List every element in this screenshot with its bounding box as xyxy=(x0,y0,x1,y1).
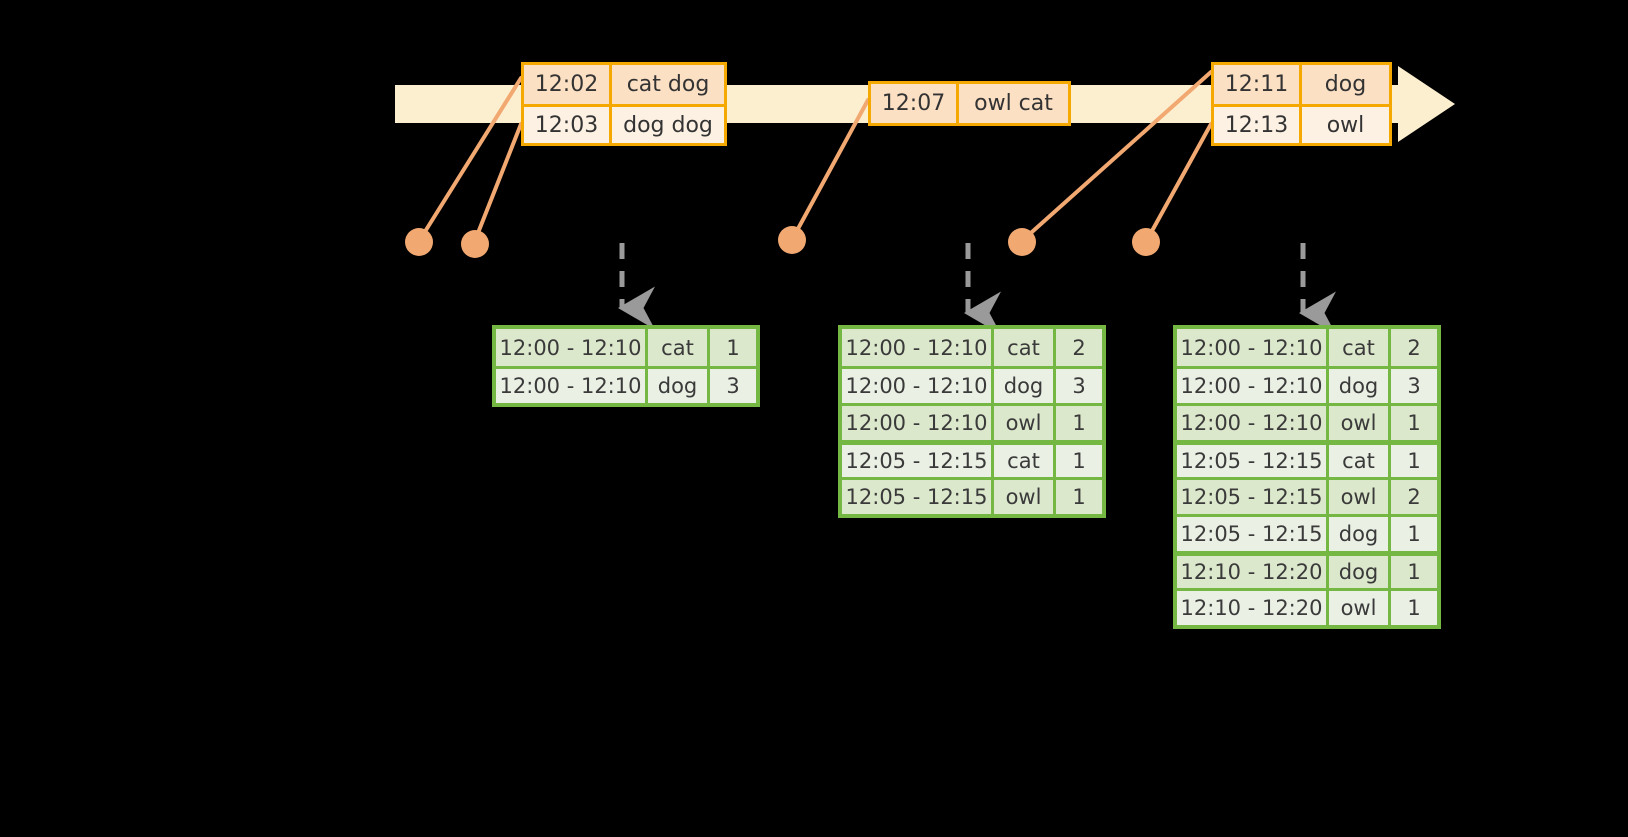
cell-window: 12:00 - 12:10 xyxy=(496,329,648,366)
connector-1207 xyxy=(791,98,870,240)
cell-count: 1 xyxy=(1391,588,1437,625)
connector-1203 xyxy=(474,122,523,240)
cell-count: 1 xyxy=(1391,514,1437,551)
cell-window: 12:00 - 12:10 xyxy=(1177,366,1329,403)
cell-window: 12:00 - 12:10 xyxy=(842,329,994,366)
cell-window: 12:00 - 12:10 xyxy=(842,366,994,403)
cell-window: 12:00 - 12:10 xyxy=(842,403,994,440)
cell-window: 12:00 - 12:10 xyxy=(496,366,648,403)
cell-word: dog xyxy=(1329,514,1391,551)
cell-count: 2 xyxy=(1391,329,1437,366)
connector-1213 xyxy=(1145,122,1213,242)
cell-window: 12:00 - 12:10 xyxy=(1177,329,1329,366)
cell-word: owl xyxy=(1329,588,1391,625)
cell-count: 1 xyxy=(1056,403,1102,440)
cell-count: 2 xyxy=(1056,329,1102,366)
event-time: 12:02 xyxy=(524,65,612,104)
events-group-1[interactable]: 12:02 cat dog 12:03 dog dog xyxy=(521,62,727,146)
cell-count: 1 xyxy=(1056,477,1102,514)
cell-window: 12:05 - 12:15 xyxy=(842,477,994,514)
event-row[interactable]: 12:07 owl cat xyxy=(871,84,1068,123)
event-row[interactable]: 12:11 dog xyxy=(1214,65,1389,104)
cell-count: 1 xyxy=(1391,440,1437,477)
event-marker-1211 xyxy=(1008,228,1036,256)
cell-word: owl xyxy=(994,477,1056,514)
event-time: 12:07 xyxy=(871,84,959,123)
cell-word: cat xyxy=(994,440,1056,477)
event-marker-1203 xyxy=(461,230,489,258)
cell-window: 12:10 - 12:20 xyxy=(1177,588,1329,625)
event-time: 12:11 xyxy=(1214,65,1302,104)
cell-count: 3 xyxy=(710,366,756,403)
cell-window: 12:10 - 12:20 xyxy=(1177,551,1329,588)
event-words: cat dog xyxy=(612,65,724,104)
cell-window: 12:05 - 12:15 xyxy=(1177,440,1329,477)
emit-arrows xyxy=(617,243,1336,335)
event-row[interactable]: 12:02 cat dog xyxy=(524,65,724,104)
cell-count: 1 xyxy=(1056,440,1102,477)
cell-count: 1 xyxy=(1391,403,1437,440)
event-marker-1213 xyxy=(1132,228,1160,256)
cell-count: 2 xyxy=(1391,477,1437,514)
cell-window: 12:05 - 12:15 xyxy=(1177,514,1329,551)
event-words: dog dog xyxy=(612,104,724,143)
cell-count: 1 xyxy=(710,329,756,366)
connector-1202 xyxy=(419,76,523,240)
events-group-3[interactable]: 12:11 dog 12:13 owl xyxy=(1211,62,1392,146)
event-row[interactable]: 12:03 dog dog xyxy=(524,104,724,143)
cell-count: 3 xyxy=(1391,366,1437,403)
cell-word: dog xyxy=(648,366,710,403)
cell-word: dog xyxy=(1329,366,1391,403)
cell-count: 3 xyxy=(1056,366,1102,403)
cell-word: cat xyxy=(1329,329,1391,366)
cell-word: dog xyxy=(994,366,1056,403)
cell-window: 12:00 - 12:10 xyxy=(1177,403,1329,440)
cell-window: 12:05 - 12:15 xyxy=(1177,477,1329,514)
event-time: 12:13 xyxy=(1214,104,1302,143)
cell-word: cat xyxy=(994,329,1056,366)
event-words: owl xyxy=(1302,104,1389,143)
cell-word: owl xyxy=(1329,477,1391,514)
events-group-2[interactable]: 12:07 owl cat xyxy=(868,81,1071,126)
event-time: 12:03 xyxy=(524,104,612,143)
event-words: owl cat xyxy=(959,84,1068,123)
cell-count: 1 xyxy=(1391,551,1437,588)
event-marker-1207 xyxy=(778,226,806,254)
event-markers xyxy=(405,226,1160,258)
event-row[interactable]: 12:13 owl xyxy=(1214,104,1389,143)
event-marker-1202 xyxy=(405,228,433,256)
cell-window: 12:05 - 12:15 xyxy=(842,440,994,477)
cell-word: cat xyxy=(648,329,710,366)
cell-word: owl xyxy=(994,403,1056,440)
cell-word: cat xyxy=(1329,440,1391,477)
cell-word: dog xyxy=(1329,551,1391,588)
cell-word: owl xyxy=(1329,403,1391,440)
event-words: dog xyxy=(1302,65,1389,104)
